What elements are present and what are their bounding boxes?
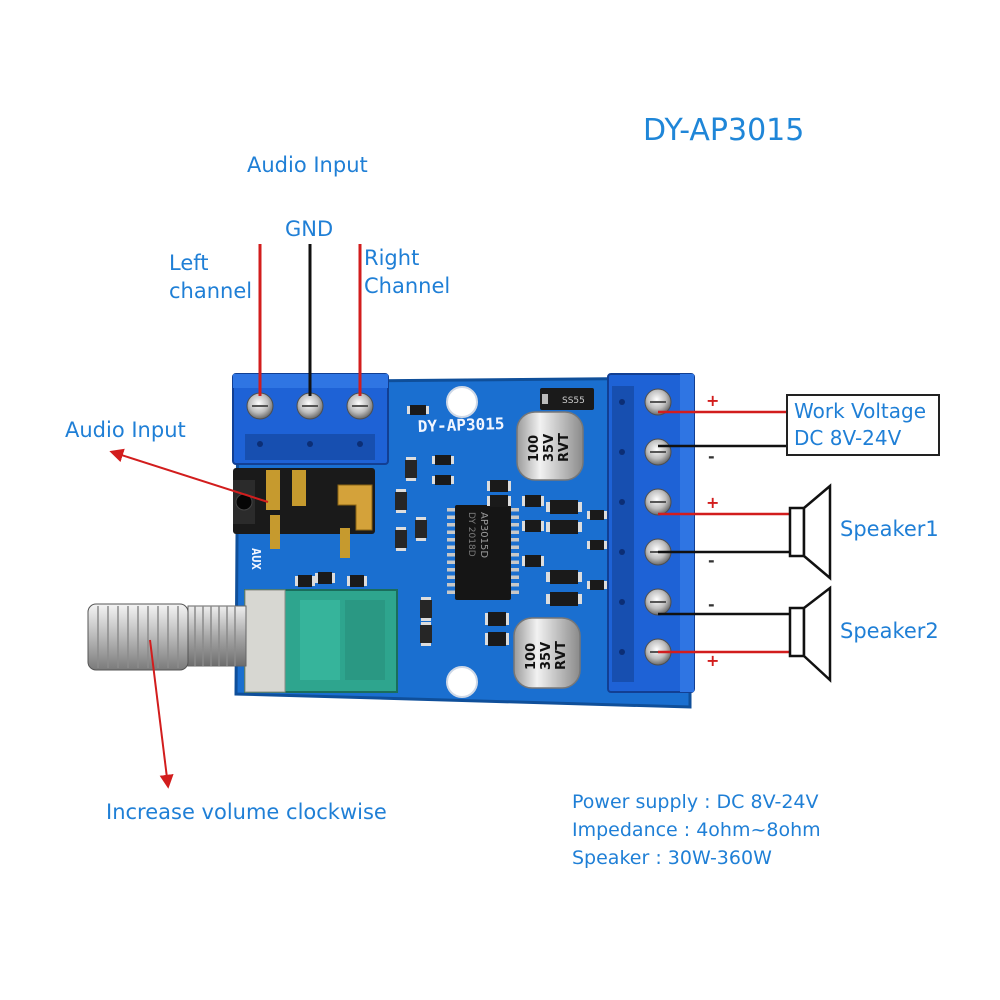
output-terminal-block [607,373,695,693]
audio-jack[interactable] [233,468,375,558]
amplifier-chip: AP3015D DY 2018D [447,505,519,600]
spec-impedance: Impedance : 4ohm~8ohm [572,819,821,841]
mounting-hole [446,666,478,698]
silkscreen-aux: AUX [249,548,263,570]
increase-volume-label: Increase volume clockwise [106,800,387,824]
left-channel-label-line2: channel [169,279,253,303]
volume-arrow [149,639,174,789]
svg-text:100: 100 [524,643,539,670]
smd-components [295,405,607,646]
svg-text:RVT: RVT [554,641,569,670]
polarity-minus: - [708,595,715,614]
right-channel-label-line2: Channel [364,274,451,298]
polarity-plus: + [706,651,719,670]
speaker1-label: Speaker1 [840,517,939,541]
work-voltage-label: Work Voltage [794,399,927,423]
diode [540,388,594,410]
spec-speaker: Speaker : 30W-360W [572,847,772,869]
page-title: DY-AP3015 [643,113,805,148]
polarity-plus: + [706,391,719,410]
polarity-minus: - [708,447,715,466]
audio-input-side-label: Audio Input [65,418,186,442]
svg-text:35V: 35V [539,642,554,670]
audio-input-arrow [109,448,269,503]
svg-text:RVT: RVT [557,433,572,462]
left-channel-label-line1: Left [169,251,209,275]
capacitor-top: 100 35V RVT [516,411,584,481]
right-channel-label-line1: Right [364,246,420,270]
speaker2-icon [788,585,832,683]
chip-label-1: AP3015D [478,512,489,558]
input-wires [258,244,362,396]
speaker1-icon [788,483,832,581]
polarity-minus: - [708,551,715,570]
audio-input-terminal-block [232,373,389,465]
svg-text:100: 100 [527,435,542,462]
smd-resistor-array [546,500,582,606]
work-voltage-range: DC 8V-24V [794,426,902,450]
volume-potentiometer[interactable] [87,589,398,693]
work-voltage-box: Work Voltage DC 8V-24V [786,394,940,456]
diode-label: SS55 [562,396,585,406]
speaker2-label: Speaker2 [840,619,939,643]
gnd-label: GND [285,217,334,241]
output-wires [658,410,790,654]
chip-label-2: DY 2018D [466,512,476,557]
silkscreen-model: DY-AP3015 [417,414,504,436]
polarity-plus: + [706,493,719,512]
capacitor-bottom: 100 35V RVT [513,617,581,689]
mounting-hole [446,386,478,418]
spec-power-supply: Power supply : DC 8V-24V [572,791,819,813]
audio-input-top-label: Audio Input [247,153,368,177]
svg-text:35V: 35V [542,434,557,462]
